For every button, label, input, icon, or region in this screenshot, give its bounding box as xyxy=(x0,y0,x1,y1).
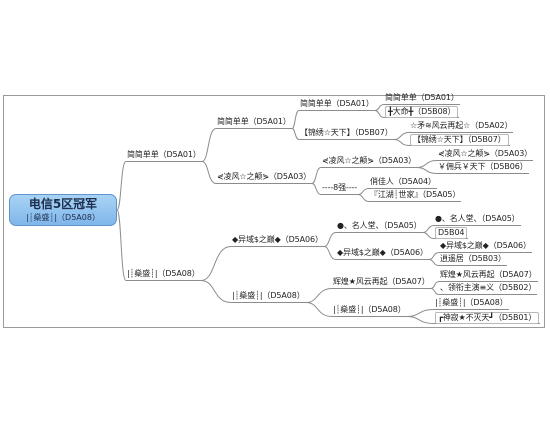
connector-root-b1 xyxy=(116,161,127,211)
node-b2a2a[interactable]: ◆异域$之巅◆（D5A06） xyxy=(440,241,531,250)
connector-b1b2-b1b2b xyxy=(357,194,370,202)
connector-b1-b1a xyxy=(201,128,217,162)
connector-b2a-b2a1 xyxy=(323,232,337,247)
connector-b1b-b1b2 xyxy=(311,183,322,195)
root-subtitle: |┊燊盛┊|（D5A08） xyxy=(26,213,100,222)
node-b2b1b[interactable]: 、领衔主演≡义（D5B02） xyxy=(440,283,537,292)
node-b1b1a[interactable]: ⋞凌风☆之颠⋟（D5A03） xyxy=(438,149,533,158)
connector-b2a2-b2a2b xyxy=(428,259,440,266)
node-b1a2b[interactable]: 【锦绣☆天下】（D5B07） xyxy=(410,134,509,146)
node-b2b[interactable]: |┊燊盛┊|（D5A08） xyxy=(232,291,305,300)
node-b1b1[interactable]: ⋞凌风☆之颠⋟（D5A03） xyxy=(322,156,417,165)
node-b1b1b[interactable]: ￥佣兵￥天下（D5B06） xyxy=(438,162,528,171)
connector-b2b2-b2b2b xyxy=(406,316,435,324)
node-b1[interactable]: 简简单单（D5A01） xyxy=(127,150,201,159)
connector-b2a1-b2a1b xyxy=(422,232,435,239)
connector-b2b1-b2b1b xyxy=(430,288,440,295)
connector-b1b-b1b1 xyxy=(311,167,322,184)
node-b2a2b[interactable]: 逍遥居（D5B03） xyxy=(440,254,506,263)
node-b2[interactable]: |┊燊盛┊|（D5A08） xyxy=(127,269,200,278)
node-b1a1a[interactable]: 简简单单（D5A01） xyxy=(385,93,459,102)
node-b2a1a[interactable]: ●、名人堂、（D5A05） xyxy=(435,214,520,223)
connector-b1a1-b1a1b xyxy=(374,110,385,118)
connector-b2a2-b2a2a xyxy=(428,252,440,260)
connector-b2a-b2a2 xyxy=(323,246,337,260)
connector-b1a-b1a2 xyxy=(291,128,300,140)
connector-b1a2-b1a2a xyxy=(393,132,410,140)
connector-b2b-b2b2 xyxy=(305,302,333,317)
node-b1b2[interactable]: ----8强---- xyxy=(322,183,358,192)
node-b2b1[interactable]: 辉煌★风云再起（D5A07） xyxy=(333,277,430,286)
node-b2a[interactable]: ◆异域$之巅◆（D5A06） xyxy=(232,235,323,244)
node-b1a1[interactable]: 简简单单（D5A01） xyxy=(300,99,374,108)
root-node[interactable]: 电信5区冠军 |┊燊盛┊|（D5A08） xyxy=(9,194,117,226)
connector-b1b1-b1b1b xyxy=(416,167,438,174)
node-b2a2[interactable]: ◆异域$之巅◆（D5A06） xyxy=(337,248,428,257)
node-b2b2[interactable]: |┊燊盛┊|（D5A08） xyxy=(333,305,406,314)
node-b1b2b[interactable]: 『江湖┊世家』（D5A05） xyxy=(370,190,461,199)
connector-root-b2 xyxy=(116,209,127,281)
node-b1a2a[interactable]: ☆矛≋风云再起☆（D5A02） xyxy=(410,121,513,130)
node-b1a[interactable]: 简简单单（D5A01） xyxy=(217,117,291,126)
root-title: 电信5区冠军 xyxy=(28,197,98,211)
connector-b1a-b1a1 xyxy=(291,110,300,129)
node-b2a1[interactable]: ●、名人堂、（D5A05） xyxy=(337,221,422,230)
node-b1b[interactable]: ⋞凌风☆之颠⋟（D5A03） xyxy=(217,172,312,181)
connector-b1a2-b1a2b xyxy=(393,139,410,146)
connector-b2a1-b2a1a xyxy=(422,225,435,233)
connector-b1-b1b xyxy=(201,161,217,184)
connector-b2b-b2b1 xyxy=(305,288,333,303)
node-b2b1a[interactable]: 辉煌★风云再起（D5A07） xyxy=(440,270,537,279)
connector-b1b1-b1b1a xyxy=(416,160,438,168)
connector-b2-b2b xyxy=(200,280,232,303)
node-b2b2a[interactable]: |┊燊盛┊|（D5A08） xyxy=(435,298,508,307)
connector-b2b1-b2b1a xyxy=(430,281,440,289)
node-b2a1b[interactable]: D5B04 xyxy=(435,227,468,239)
node-b1a2[interactable]: 【锦绣☆天下】（D5B07） xyxy=(300,128,393,137)
node-b2b2b[interactable]: ┏神寂★不灭天┛（D5B01） xyxy=(435,312,540,324)
connector-b2b2-b2b2a xyxy=(406,309,435,317)
connector-b1a1-b1a1a xyxy=(374,104,385,111)
node-b1a1b[interactable]: ╋大命╋（D5B08） xyxy=(385,106,459,118)
connector-b2-b2a xyxy=(200,246,232,281)
node-b1b2a[interactable]: 俏佳人（D5A04） xyxy=(370,177,436,186)
connector-b1b2-b1b2a xyxy=(357,188,370,195)
